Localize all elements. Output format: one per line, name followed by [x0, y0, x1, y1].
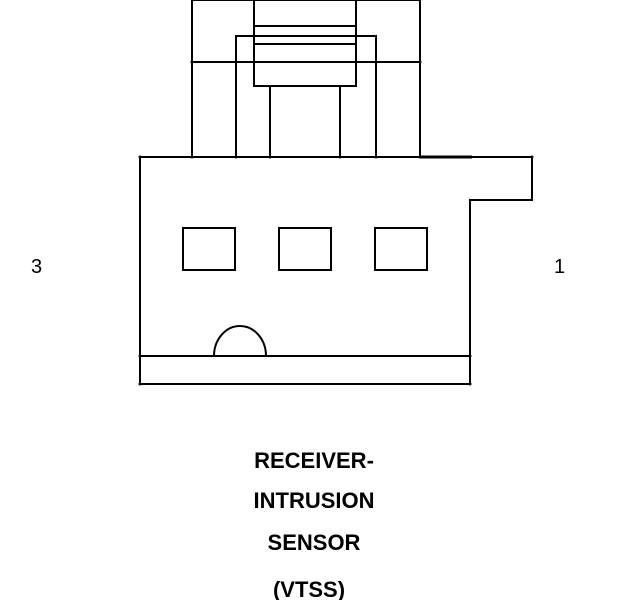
caption-line-2: INTRUSION [254, 488, 375, 513]
latch-outer-frame [191, 0, 421, 157]
polarization-key [213, 325, 267, 357]
caption-line-4: (VTSS) [273, 577, 345, 600]
junction-dots [138, 60, 534, 386]
caption-line-1: RECEIVER- [254, 448, 374, 473]
latch-stem [269, 85, 341, 157]
terminal-window-pin-2 [278, 227, 332, 271]
pin-label-left: 3 [31, 256, 42, 278]
connector-latch [191, 0, 421, 157]
latch-inner-frame [235, 35, 377, 157]
pin-label-right: 1 [554, 256, 565, 278]
caption-line-3: SENSOR [268, 530, 361, 555]
terminal-windows [182, 227, 428, 271]
terminal-window-pin-1 [374, 227, 428, 271]
terminal-window-pin-3 [182, 227, 236, 271]
